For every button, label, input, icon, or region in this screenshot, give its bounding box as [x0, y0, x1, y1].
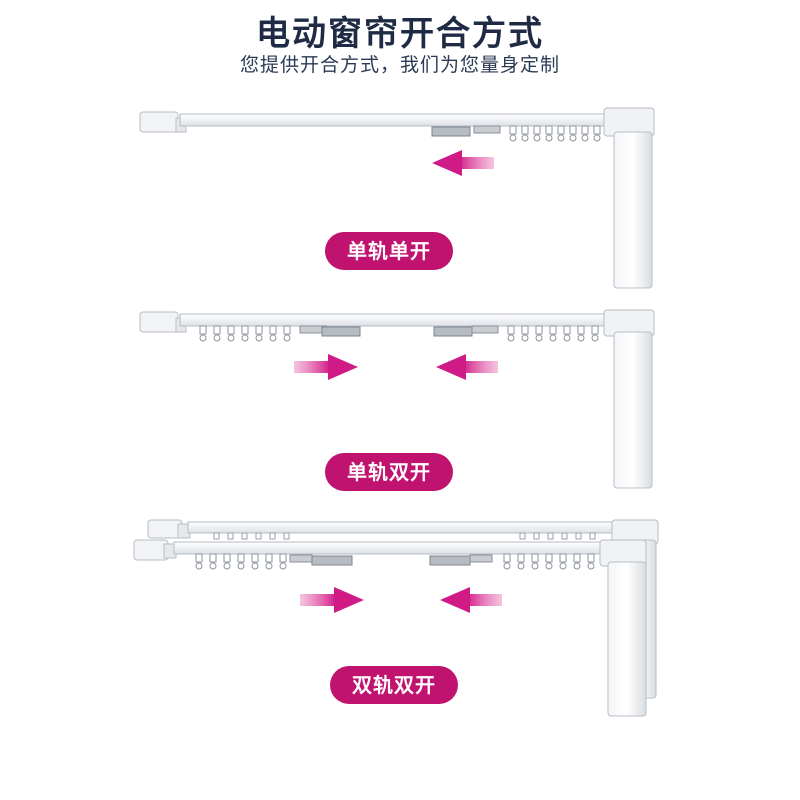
curtain-hooks	[509, 125, 601, 142]
arrow-right-icon	[300, 587, 364, 613]
curtain-rail-back	[187, 521, 629, 534]
arrow-right-icon	[294, 354, 358, 380]
arrow-left-icon	[440, 587, 502, 613]
curtain-rail-front	[173, 541, 615, 555]
page-subtitle: 您提供开合方式，我们为您量身定制	[239, 54, 560, 76]
curtain-motor-front	[599, 539, 647, 717]
single-track-single-open-illustration	[139, 107, 655, 289]
master-carriage-left	[289, 554, 353, 566]
rail-end-cap-front	[133, 539, 177, 561]
master-carriage-right	[433, 325, 499, 337]
master-carriage	[431, 125, 501, 137]
curtain-hooks-left	[199, 325, 291, 342]
mode-label: 单轨双开	[325, 453, 453, 491]
curtain-motor	[603, 107, 655, 289]
rail-end-cap-back	[147, 519, 191, 539]
page-title: 电动窗帘开合方式	[256, 14, 544, 54]
mode-label: 单轨单开	[325, 232, 453, 270]
curtain-hooks-back	[213, 532, 596, 540]
single-track-double-open-illustration	[139, 309, 655, 489]
arrow-left-icon	[436, 354, 498, 380]
curtain-hooks-right	[507, 325, 599, 342]
curtain-hooks-front	[195, 553, 595, 570]
double-track-double-open-illustration	[133, 519, 659, 717]
mode-label: 双轨双开	[330, 666, 458, 704]
master-carriage-left	[299, 325, 361, 337]
arrow-left-icon	[432, 150, 494, 176]
master-carriage-right	[429, 554, 493, 566]
curtain-motor	[603, 309, 655, 489]
